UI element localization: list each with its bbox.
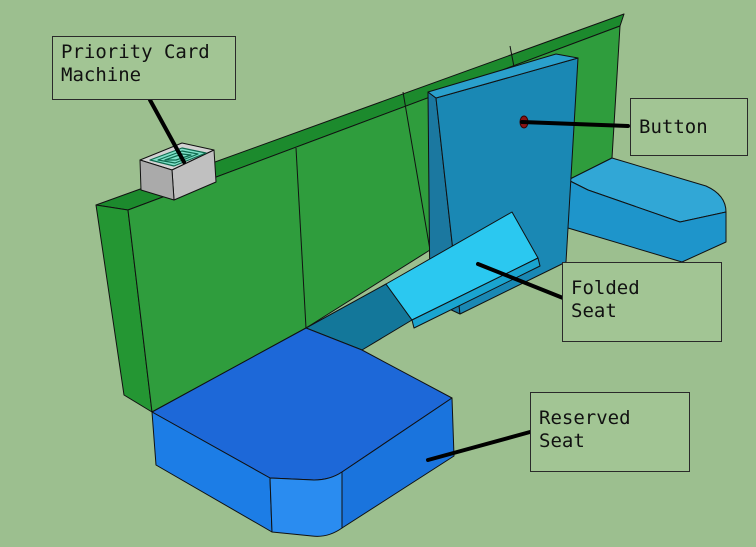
label-text-line: Priority Card	[61, 41, 210, 63]
label-text-line: Seat	[571, 300, 617, 322]
label-text-line: Seat	[539, 430, 585, 452]
reserved-seat-right	[341, 397, 455, 529]
label-button: Button	[630, 98, 748, 156]
panel-top	[427, 53, 579, 99]
pointer-reserved-seat	[426, 430, 532, 462]
wall-seam	[402, 91, 431, 251]
label-folded-seat: Folded Seat	[562, 262, 722, 342]
card-reader-pad	[149, 147, 207, 167]
reserved-seat-corner	[269, 471, 343, 537]
label-text-line: Reserved	[539, 407, 631, 429]
card-machine-side	[139, 159, 175, 201]
label-reserved-seat: Reserved Seat	[530, 392, 690, 472]
label-text-line: Folded	[571, 277, 640, 299]
pointer-card-machine	[148, 98, 186, 164]
pointer-button	[520, 120, 630, 128]
wall-seam	[295, 147, 307, 329]
label-text-line: Button	[639, 116, 708, 138]
label-priority-card-machine: Priority Card Machine	[52, 36, 236, 100]
pointer-folded-seat	[476, 262, 570, 302]
label-text-line: Machine	[61, 64, 142, 86]
